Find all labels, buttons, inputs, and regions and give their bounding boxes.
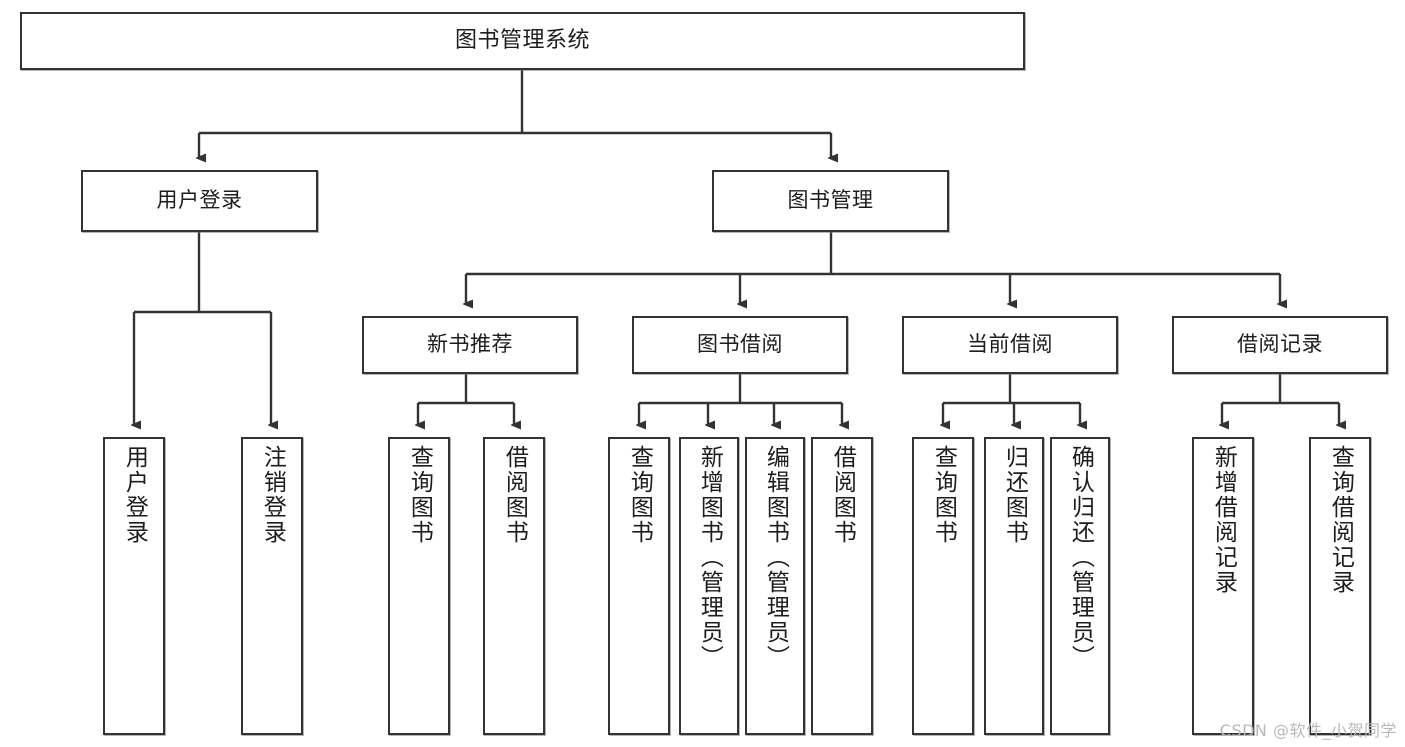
node-leaf-query-record[interactable]: 查询借阅记录 [1309,437,1371,735]
node-leaf-logout[interactable]: 注销登录 [241,437,303,735]
node-root-label: 图书管理系统 [454,27,590,53]
node-root[interactable]: 图书管理系统 [20,12,1025,70]
node-book-borrow[interactable]: 图书借阅 [632,316,848,374]
node-leaf-edit-book-label: 编辑图书（管理员） [762,445,789,670]
node-new-book-rec-label: 新书推荐 [427,332,513,357]
node-leaf-borrow-book-1-label: 借阅图书 [501,445,528,545]
node-leaf-query-book-1[interactable]: 查询图书 [388,437,450,735]
node-leaf-query-book-3[interactable]: 查询图书 [912,437,974,735]
node-leaf-query-book-3-label: 查询图书 [930,445,957,545]
node-leaf-borrow-book-1[interactable]: 借阅图书 [483,437,545,735]
node-leaf-borrow-book-2[interactable]: 借阅图书 [811,437,873,735]
node-leaf-borrow-book-2-label: 借阅图书 [829,445,856,545]
node-user-login-label: 用户登录 [156,188,243,213]
node-leaf-edit-book[interactable]: 编辑图书（管理员） [745,437,805,735]
node-leaf-add-record[interactable]: 新增借阅记录 [1192,437,1254,735]
node-leaf-return-book-label: 归还图书 [1001,445,1028,545]
node-book-borrow-label: 图书借阅 [697,332,783,357]
node-current-borrow-label: 当前借阅 [967,332,1053,357]
node-borrow-record[interactable]: 借阅记录 [1172,316,1388,374]
node-new-book-rec[interactable]: 新书推荐 [362,316,578,374]
node-leaf-add-record-label: 新增借阅记录 [1210,445,1237,595]
node-leaf-confirm-return-label: 确认归还（管理员） [1067,445,1094,670]
node-leaf-query-book-2-label: 查询图书 [626,445,653,545]
node-leaf-add-book-label: 新增图书（管理员） [696,445,723,670]
node-leaf-add-book[interactable]: 新增图书（管理员） [679,437,739,735]
csdn-watermark: CSDN @软件_小贺同学 [1219,721,1397,740]
node-book-manage-label: 图书管理 [787,188,874,213]
node-leaf-user-login-label: 用户登录 [121,445,148,545]
node-leaf-query-record-label: 查询借阅记录 [1327,445,1354,595]
node-leaf-query-book-1-label: 查询图书 [406,445,433,545]
node-book-manage[interactable]: 图书管理 [712,170,949,232]
node-leaf-confirm-return[interactable]: 确认归还（管理员） [1050,437,1110,735]
node-leaf-user-login[interactable]: 用户登录 [103,437,165,735]
node-leaf-logout-label: 注销登录 [259,445,286,545]
node-leaf-query-book-2[interactable]: 查询图书 [608,437,670,735]
node-current-borrow[interactable]: 当前借阅 [902,316,1118,374]
node-user-login[interactable]: 用户登录 [81,170,318,232]
node-borrow-record-label: 借阅记录 [1237,332,1323,357]
node-leaf-return-book[interactable]: 归还图书 [984,437,1044,735]
